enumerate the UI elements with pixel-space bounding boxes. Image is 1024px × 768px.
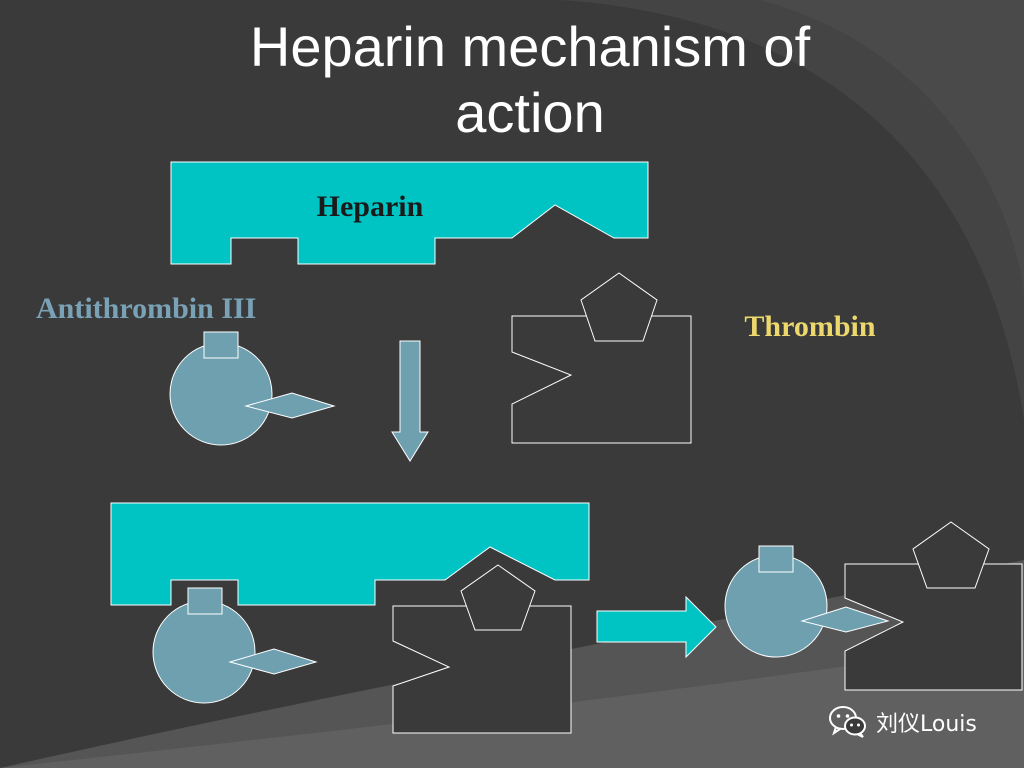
- wechat-icon: [829, 706, 866, 738]
- thrombin-molecule-top: [511, 272, 692, 444]
- antithrombin-label: Antithrombin III: [36, 292, 256, 325]
- down-arrow: [391, 340, 429, 462]
- slide-title: Heparin mechanism of action: [130, 14, 930, 146]
- thrombin-label: Thrombin: [744, 310, 875, 343]
- heparin-shape-bottom: [110, 502, 590, 606]
- slide-title-line2: action: [455, 81, 605, 144]
- thrombin-molecule-bottom: [392, 564, 572, 734]
- heparin-label: Heparin: [317, 190, 424, 223]
- antithrombin-molecule-bound: [724, 545, 890, 658]
- antithrombin-molecule-bottom: [152, 587, 318, 704]
- right-arrow: [596, 595, 717, 659]
- watermark-text: 刘仪Louis: [876, 712, 977, 737]
- thrombin-molecule-inhibited: [844, 521, 1023, 691]
- slide-title-line1: Heparin mechanism of: [249, 15, 811, 78]
- heparin-shape-top: [170, 161, 649, 265]
- antithrombin-molecule-top: [169, 331, 336, 446]
- watermark: 刘仪Louis: [828, 704, 977, 740]
